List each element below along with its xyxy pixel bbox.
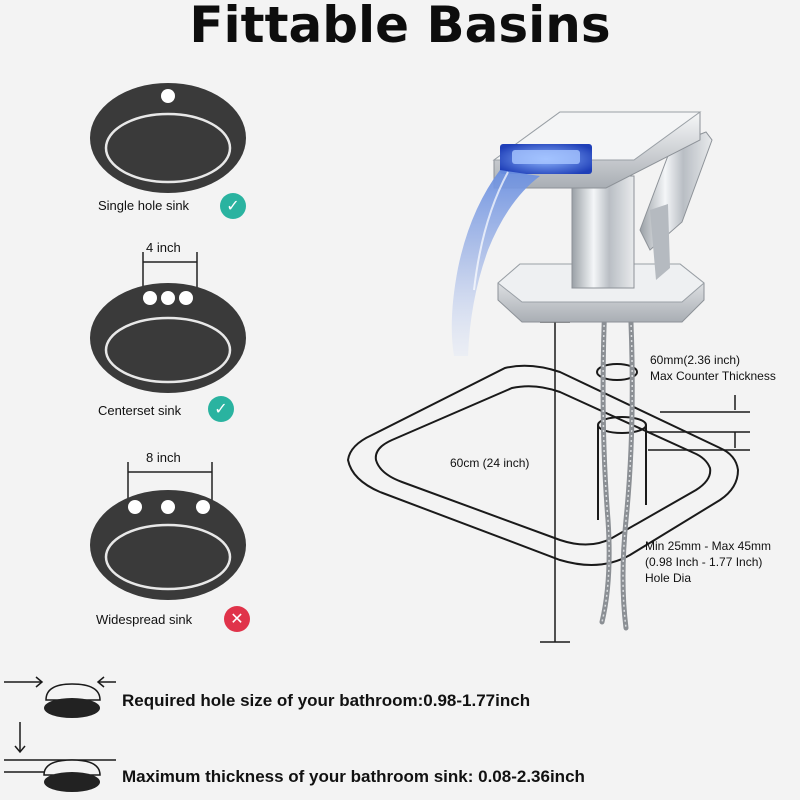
widespread-spacing-label: 8 inch — [146, 450, 181, 465]
hole-size-icon — [4, 676, 116, 718]
supply-hoses — [599, 297, 635, 631]
faucet-illustration — [492, 111, 713, 323]
hole-dia-range: Min 25mm - Max 45mm — [645, 539, 772, 553]
cross-icon: ✕ — [224, 606, 250, 632]
mounting-tube — [597, 416, 647, 520]
hole-ring — [596, 363, 638, 381]
water-stream — [451, 170, 540, 356]
widespread-sink-label: Widespread sink — [96, 612, 193, 627]
height-dimension-line — [540, 321, 570, 643]
hole-size-requirement: Required hole size of your bathroom:0.98… — [122, 691, 531, 710]
check-icon: ✓ — [220, 193, 246, 219]
thickness-dimension-line — [648, 395, 750, 451]
single-hole-sink-illustration — [90, 83, 246, 193]
basin-size-label: 60cm (24 inch) — [450, 456, 530, 470]
hole-dia-range-inch: (0.98 Inch - 1.77 Inch) — [645, 555, 763, 569]
single-hole-sink-label: Single hole sink — [98, 198, 190, 213]
check-icon: ✓ — [208, 396, 234, 422]
thickness-requirement: Maximum thickness of your bathroom sink:… — [122, 767, 585, 786]
basin-outline-drawing — [346, 364, 740, 566]
counter-thickness-caption: Max Counter Thickness — [650, 369, 776, 383]
sink-thickness-icon — [4, 722, 116, 792]
hole-dia-caption: Hole Dia — [645, 571, 692, 585]
centerset-sink-illustration — [90, 252, 246, 393]
counter-thickness-value: 60mm(2.36 inch) — [650, 353, 741, 367]
widespread-sink-illustration — [90, 462, 246, 600]
page-title: Fittable Basins — [189, 0, 611, 54]
centerset-spacing-label: 4 inch — [146, 240, 181, 255]
centerset-sink-label: Centerset sink — [98, 403, 182, 418]
